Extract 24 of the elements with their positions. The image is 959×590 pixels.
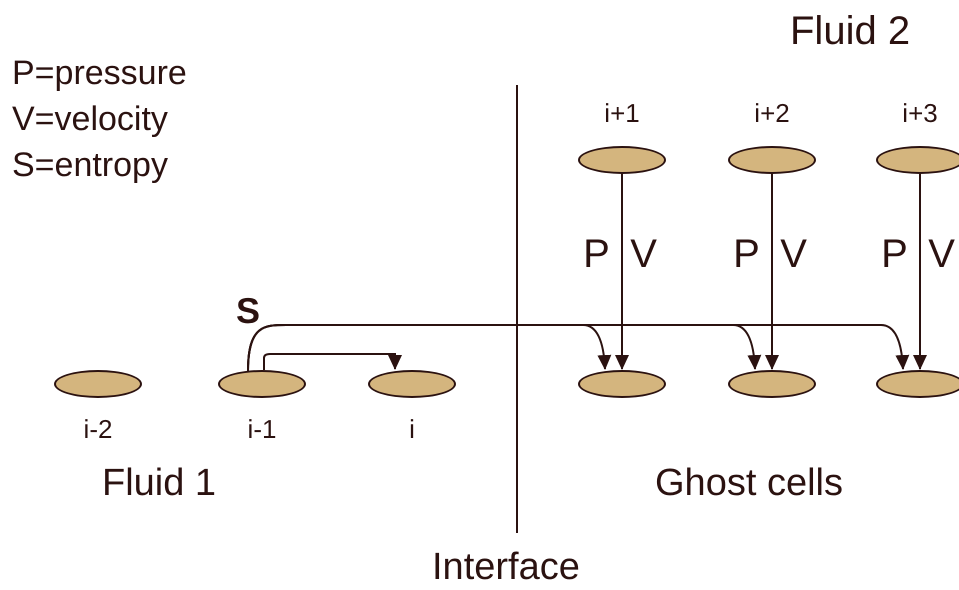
edge-label: P V bbox=[881, 232, 955, 277]
arrow bbox=[765, 174, 779, 370]
cell-ellipse bbox=[876, 146, 959, 174]
legend-text: V=velocity bbox=[12, 100, 168, 140]
cell-index-label: i+1 bbox=[604, 98, 640, 129]
arrow bbox=[247, 324, 910, 372]
arrow bbox=[913, 174, 927, 370]
variable-label: S bbox=[236, 290, 260, 332]
region-label: Fluid 2 bbox=[790, 8, 910, 54]
cell-index-label: i bbox=[409, 414, 415, 445]
legend-text: S=entropy bbox=[12, 146, 168, 186]
arrow bbox=[615, 174, 629, 370]
cell-index-label: i+3 bbox=[902, 98, 938, 129]
cell-index-label: i+2 bbox=[754, 98, 790, 129]
interface-label: Interface bbox=[432, 546, 580, 590]
edge-label: P V bbox=[583, 232, 657, 277]
legend-text: P=pressure bbox=[12, 54, 187, 94]
arrow bbox=[263, 353, 402, 370]
cell-ellipse bbox=[876, 370, 959, 398]
region-label: Ghost cells bbox=[655, 462, 843, 506]
edge-label: P V bbox=[733, 232, 807, 277]
region-label: Fluid 1 bbox=[102, 462, 216, 506]
cell-index-label: i-1 bbox=[248, 414, 276, 445]
cell-index-label: i-2 bbox=[84, 414, 112, 445]
